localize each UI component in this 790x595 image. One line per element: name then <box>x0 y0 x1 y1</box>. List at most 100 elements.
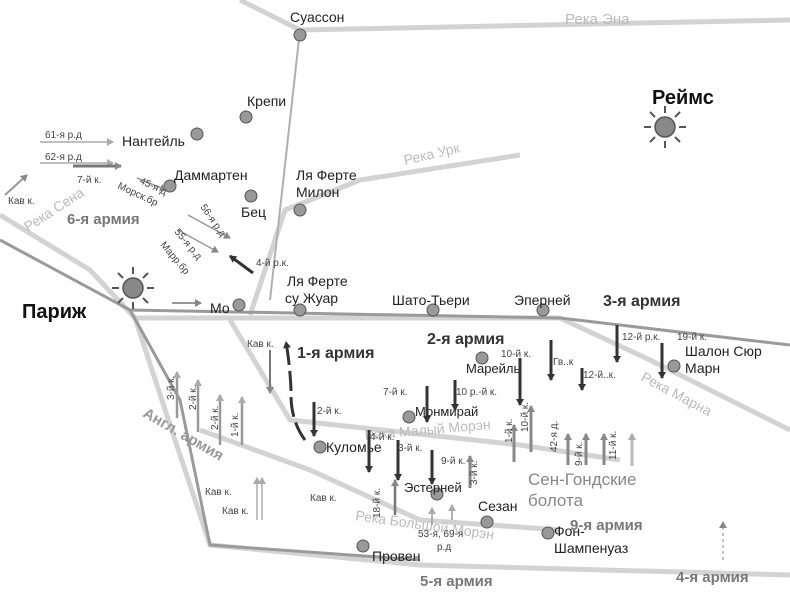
paris-sun-icon <box>112 267 154 309</box>
town-montmirail <box>402 410 416 424</box>
unit-cav-5: Кав к. <box>310 493 337 504</box>
army-9th: 9-я армия <box>570 517 643 534</box>
label-chalons-2: Марн <box>685 360 720 376</box>
label-betz: Бец <box>241 204 266 220</box>
unit-19k: 19-й к. <box>677 332 707 343</box>
unit-3k-2: 3-й к. <box>398 443 422 454</box>
label-reims: Реймс <box>652 87 714 109</box>
unit-2k-brit-2: 2-й к. <box>210 406 221 430</box>
army-2nd: 2-я армия <box>427 331 504 348</box>
unit-56rd: 56-я р.д <box>198 202 228 239</box>
unit-2k-brit-1: 2-й к. <box>188 386 199 410</box>
unit-rc12: 12-й р.к. <box>622 332 660 343</box>
label-esternay: Эстерней <box>404 480 462 495</box>
unit-1k-9: 1-й к. <box>504 419 515 443</box>
unit-12k: 12-й..к. <box>583 370 616 381</box>
town-sezanne <box>480 515 494 529</box>
river-petit-morin <box>227 318 621 463</box>
label-marshes-1: Сен-Гондские <box>528 470 637 489</box>
army-3rd: 3-я армия <box>603 293 680 310</box>
army-6th: 6-я армия <box>67 211 140 228</box>
unit-10k-2: 10-й к. <box>501 349 531 360</box>
label-marshes-2: болота <box>528 491 584 510</box>
town-fere-champenoise <box>541 526 555 540</box>
unit-cav-brit-2: Кав к. <box>222 506 249 517</box>
label-fere-champenoise-2: Шампенуаз <box>554 540 628 556</box>
unit-cav-1: Кав к. <box>247 339 274 350</box>
label-chalons-1: Шалон Сюр <box>685 343 762 359</box>
town-crepy <box>239 110 253 124</box>
unit-3k-5: 3-й к. <box>469 461 480 485</box>
label-mareuil: Марейль <box>466 361 521 376</box>
label-ferte-milon-1: Ля Ферте <box>296 167 357 183</box>
town-dots <box>163 28 681 553</box>
label-crepy: Крепи <box>247 93 286 109</box>
label-dammartin: Даммартен <box>174 167 248 183</box>
town-ferte-jouarre <box>293 303 307 317</box>
town-ferte-milon <box>293 203 307 217</box>
label-paris: Париж <box>22 301 87 323</box>
town-nanteuil <box>190 127 204 141</box>
unit-d53-2: р.д <box>437 542 451 553</box>
road-paris-east <box>0 238 790 347</box>
army-4th: 4-я армия <box>676 569 749 586</box>
label-provins: Провен <box>372 548 420 564</box>
label-epernay: Эперней <box>514 292 571 308</box>
town-provins <box>356 539 370 553</box>
arrow-45d <box>136 177 167 192</box>
unit-10k-9: 10-й к. <box>520 402 531 432</box>
reims-sun-icon <box>644 106 686 148</box>
unit-rc4: 4-й р.к. <box>256 258 289 269</box>
road-paris-south <box>128 309 421 562</box>
unit-9k-2: 9-й к. <box>441 456 465 467</box>
town-chalons <box>667 359 681 373</box>
town-meaux <box>232 298 246 312</box>
unit-2k-1: 2-й к. <box>317 406 341 417</box>
unit-1k-brit: 1-й к. <box>230 413 241 437</box>
unit-9k-9: 9-й к. <box>574 442 585 466</box>
unit-11k-9: 11-й к. <box>608 431 619 460</box>
arrow-56-rd <box>187 214 231 239</box>
unit-3k-brit: 3-й к. <box>166 376 177 400</box>
river-marne <box>135 315 790 433</box>
label-ferte-milon-2: Милон <box>296 184 339 200</box>
label-nanteuil: Нантейль <box>122 133 185 149</box>
label-chateau-thierry: Шато-Тьери <box>392 292 470 308</box>
label-fere-champenoise-1: Фон- <box>554 523 585 539</box>
arrow-1st-army-retreat <box>283 341 307 441</box>
road-north <box>269 29 301 301</box>
river-ourcq <box>247 152 521 316</box>
unit-18k: 18-й к. <box>372 488 383 518</box>
unit-7k-2: 7-й к. <box>383 387 407 398</box>
arrow-4-rk <box>229 254 254 275</box>
town-epernay <box>536 303 550 317</box>
arrow-cav-6 <box>4 174 28 196</box>
unit-4k-2: 4-й к. <box>370 432 394 443</box>
town-betz <box>244 189 258 203</box>
town-soissons <box>293 28 307 42</box>
river-label-aisne: Река Эна <box>565 11 630 28</box>
town-esternay <box>430 487 444 501</box>
label-ferte-jouarre-2: су Жуар <box>285 290 338 306</box>
label-sezanne: Сезан <box>478 498 518 514</box>
town-chateau-thierry <box>426 303 440 317</box>
unit-d53-1: 53-я, 69-я <box>418 529 463 540</box>
unit-7k-6: 7-й к. <box>77 175 101 186</box>
arrow-55-rd <box>177 229 219 253</box>
label-ferte-jouarre-1: Ля Ферте <box>287 273 348 289</box>
unit-61rd: 61-я р.д <box>45 130 82 141</box>
label-montmirail: Монмирай <box>415 404 478 419</box>
town-coulommiers <box>313 440 327 454</box>
unit-42d: 42-я д. <box>549 421 560 452</box>
unit-cav-6: Кав к. <box>8 196 35 207</box>
army-1st: 1-я армия <box>297 345 374 362</box>
unit-gv-k: Гв..к <box>553 357 574 368</box>
label-meaux: Мо <box>210 300 230 316</box>
army-5th: 5-я армия <box>420 573 493 590</box>
town-mareuil <box>475 351 489 365</box>
unit-cav-brit-1: Кав к. <box>205 487 232 498</box>
unit-62rd: 62-я р.д <box>45 152 82 163</box>
label-soissons: Суассон <box>290 9 344 25</box>
